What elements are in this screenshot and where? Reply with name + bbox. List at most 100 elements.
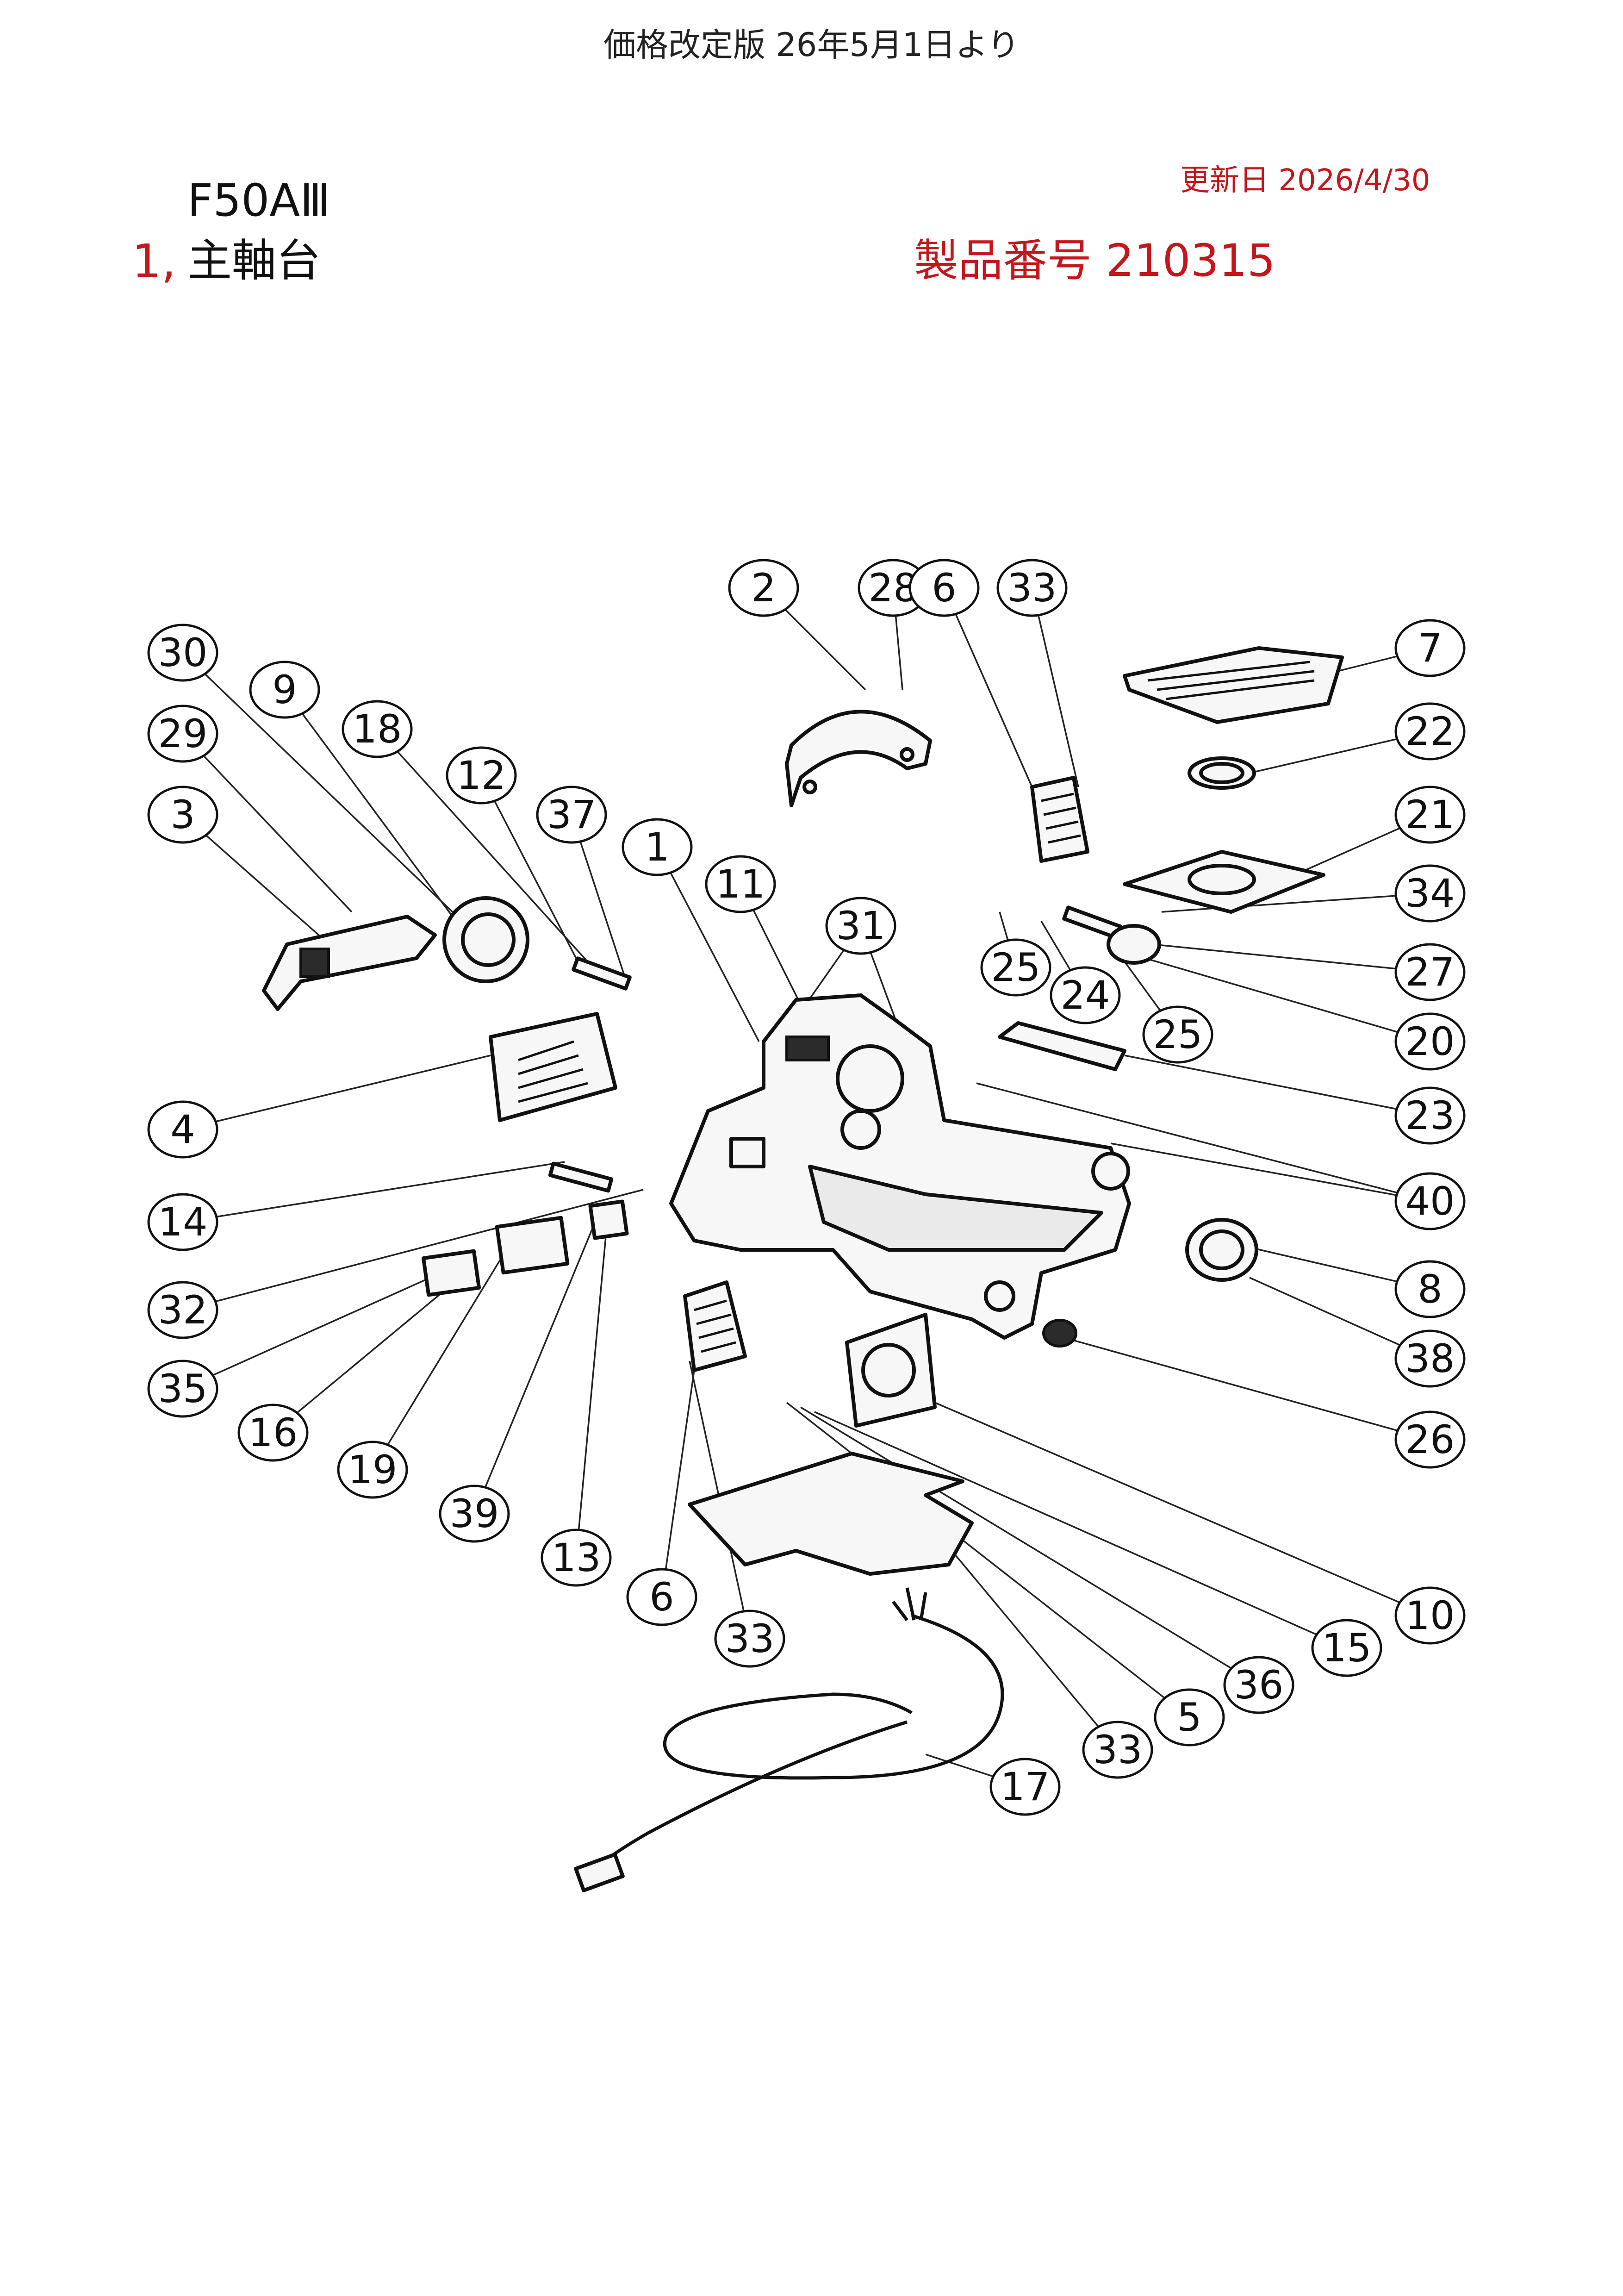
leader-lines <box>182 587 1430 1788</box>
leader-line <box>656 847 760 1042</box>
leader-line <box>1124 1054 1430 1117</box>
callout-circle <box>728 559 799 617</box>
callout-circle <box>536 786 607 844</box>
part-number-label: 26 <box>1405 1417 1455 1462</box>
leader-line <box>1129 953 1430 1042</box>
leader-line <box>800 1406 1259 1686</box>
leader-line <box>372 1245 510 1470</box>
callout-circle <box>337 1441 408 1499</box>
part-number-label: 21 <box>1405 792 1455 837</box>
part-number-label: 9 <box>272 667 297 712</box>
leader-line <box>1152 943 1430 973</box>
part-number-label: 34 <box>1405 871 1455 916</box>
callout-circle <box>237 1404 309 1462</box>
callout-circle <box>1394 786 1466 844</box>
part-callout-3: 3 <box>147 786 218 844</box>
power-cord-drawing <box>574 1587 1004 1892</box>
part-callout-13: 13 <box>541 1529 612 1587</box>
model-name: F50AⅢ <box>187 175 331 226</box>
part-number-label: 27 <box>1405 949 1455 995</box>
callout-circle <box>1394 1086 1466 1145</box>
part-callout-12: 12 <box>446 746 517 805</box>
callout-circle <box>1394 702 1466 761</box>
top-tray-drawing <box>1123 646 1344 724</box>
part-callout-6: 6 <box>626 1568 697 1626</box>
part-number-label: 24 <box>1061 973 1110 1018</box>
part-callout-30: 30 <box>147 624 218 682</box>
callout-circle <box>147 786 218 844</box>
callout-circle <box>249 661 320 719</box>
part-number-label: 30 <box>158 630 208 675</box>
part-number-label: 3 <box>170 792 195 837</box>
part-number-label: 35 <box>158 1366 208 1411</box>
leader-line <box>473 1217 598 1514</box>
callout-circle <box>1394 1586 1466 1645</box>
part-number-label: 38 <box>1405 1336 1455 1381</box>
section-name: 主軸台 <box>187 235 321 287</box>
part-callout-8: 8 <box>1394 1260 1466 1318</box>
part-callout-2: 2 <box>728 559 799 617</box>
callout-circle <box>1394 864 1466 923</box>
part-callout-23: 23 <box>1394 1086 1466 1145</box>
part-callout-39: 39 <box>439 1485 510 1543</box>
part-callout-38: 38 <box>1394 1329 1466 1388</box>
part-number-label: 11 <box>716 861 765 907</box>
callout-circle <box>147 705 218 763</box>
part-callout-5: 5 <box>1154 1688 1225 1747</box>
leader-line <box>182 1189 644 1311</box>
part-number-label: 15 <box>1322 1625 1372 1671</box>
section-number: 1, <box>132 234 176 288</box>
callout-circle <box>1394 1260 1466 1318</box>
callout-circle <box>1394 1012 1466 1071</box>
part-number-label: 33 <box>725 1616 775 1661</box>
callout-circle <box>1394 1172 1466 1230</box>
part-number-label: 18 <box>353 706 402 752</box>
part-callout-1: 1 <box>622 818 693 876</box>
leader-line <box>182 1277 431 1390</box>
part-callout-34: 34 <box>1394 864 1466 923</box>
part-number-label: 31 <box>836 903 886 948</box>
callout-circle <box>147 624 218 682</box>
callout-circle <box>1050 966 1121 1024</box>
leader-line <box>272 1286 450 1434</box>
leader-line <box>1031 587 1079 787</box>
leader-line <box>1064 1337 1430 1441</box>
part-callout-18: 18 <box>342 700 413 758</box>
callout-circle <box>147 1193 218 1251</box>
callout-circle <box>147 1100 218 1159</box>
part-callout-9: 9 <box>249 661 320 719</box>
callout-circle <box>980 938 1051 997</box>
leader-line <box>943 1541 1119 1751</box>
part-number-label: 5 <box>1177 1695 1201 1740</box>
part-number-label: 6 <box>932 565 956 611</box>
callout-circle <box>541 1529 612 1587</box>
part-number-label: 29 <box>158 711 208 756</box>
part-number-label: 25 <box>1153 1012 1203 1057</box>
part-number-label: 19 <box>348 1447 398 1492</box>
callout-circle <box>908 559 980 617</box>
leader-line <box>976 1082 1430 1202</box>
part-number-label: 33 <box>1093 1727 1143 1772</box>
callout-circle <box>996 559 1068 617</box>
leader-line <box>575 1231 607 1558</box>
part-number-label: 22 <box>1405 709 1455 754</box>
leader-line <box>814 1411 1347 1649</box>
leader-line <box>376 728 598 973</box>
part-number-label: 13 <box>552 1535 601 1580</box>
part-callout-21: 21 <box>1394 786 1466 844</box>
callout-circle <box>1394 943 1466 1001</box>
part-callout-16: 16 <box>237 1404 309 1462</box>
part-callout-40: 40 <box>1394 1172 1466 1230</box>
channel-23-drawing <box>998 1021 1126 1071</box>
leader-line <box>182 1054 491 1130</box>
part-number-label: 7 <box>1418 625 1442 671</box>
part-number-label: 32 <box>158 1287 208 1333</box>
part-callout-6: 6 <box>908 559 980 617</box>
part-callout-10: 10 <box>1394 1586 1466 1645</box>
leader-line <box>1161 892 1430 913</box>
callout-circle <box>1142 1005 1213 1064</box>
part-callout-32: 32 <box>147 1281 218 1339</box>
part-callout-17: 17 <box>989 1758 1061 1816</box>
part-number-label: 20 <box>1405 1019 1455 1064</box>
